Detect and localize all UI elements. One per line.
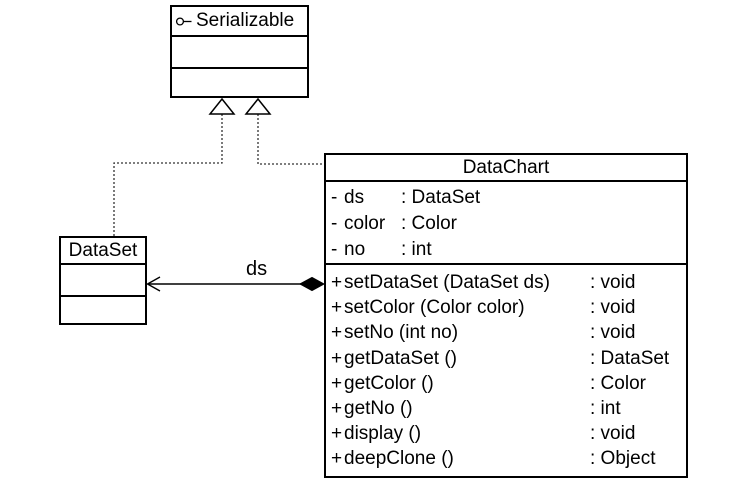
attribute-name: ds [344,187,365,208]
serializable-operations-compartment [172,67,307,96]
hollow-triangle-arrowhead [244,97,272,115]
attribute-type: : int [401,239,432,260]
attribute-type: : DataSet [401,187,481,208]
class-name-serializable: Serializable [196,10,295,31]
open-arrowhead [146,276,161,292]
method-row: + getDataSet () : DataSet [326,346,686,371]
filled-diamond [298,276,326,292]
method-row: + display () : void [326,421,686,446]
attribute-row: - color : Color [326,211,686,237]
class-name-datachart: DataChart [462,157,550,178]
method-row: + getNo () : int [326,396,686,421]
attribute-row: - no : int [326,237,686,263]
class-box-datachart: DataChart - ds : DataSet - color : Color… [324,153,688,478]
method-visibility: + [331,423,343,445]
attribute-type: : Color [401,213,457,234]
method-row: + setNo (int no) : void [326,320,686,345]
method-row: + getColor () : Color [326,371,686,396]
method-signature: display () [344,423,422,445]
method-visibility: + [331,322,343,344]
dataset-operations-compartment [61,295,145,323]
method-visibility: + [331,297,343,319]
method-signature: getNo () [344,398,413,420]
realization-connector-dataset [113,97,236,236]
attribute-row: - ds : DataSet [326,185,686,211]
method-signature: deepClone () [344,448,454,470]
serializable-title-compartment: Serializable [172,7,307,35]
class-box-serializable: Serializable [170,5,309,98]
method-signature: setColor (Color color) [344,297,525,319]
method-signature: getDataSet () [344,347,457,369]
method-return-type: : void [590,272,636,293]
association-role-label: ds [246,258,268,280]
method-row: + setColor (Color color) : void [326,295,686,320]
method-row: + deepClone () : Object [326,446,686,471]
method-return-type: : void [590,297,636,319]
method-return-type: : Color [590,372,646,394]
interface-lollipop-icon [175,16,193,27]
attribute-visibility: - [331,187,338,208]
method-signature: getColor () [344,372,434,394]
class-name-dataset: DataSet [68,240,138,261]
class-box-dataset: DataSet [59,236,147,325]
hollow-triangle-arrowhead [208,97,236,115]
method-visibility: + [331,347,343,369]
attribute-visibility: - [331,239,338,260]
datachart-attributes-compartment: - ds : DataSet - color : Color - no : in… [326,180,686,263]
method-return-type: : void [590,423,636,445]
method-visibility: + [331,372,343,394]
attribute-visibility: - [331,213,338,234]
method-signature: setNo (int no) [344,322,459,344]
attribute-name: no [344,239,366,260]
method-visibility: + [331,398,343,420]
method-return-type: : void [590,322,636,344]
datachart-operations-compartment: + setDataSet (DataSet ds) : void + setCo… [326,263,686,476]
method-visibility: + [331,272,343,293]
realization-connector-datachart [244,97,324,165]
dataset-attributes-compartment [61,263,145,295]
attribute-name: color [344,213,386,234]
method-row: + setDataSet (DataSet ds) : void [326,270,686,295]
method-visibility: + [331,448,343,470]
composition-connector [146,276,326,292]
method-signature: setDataSet (DataSet ds) [344,272,550,293]
serializable-attributes-compartment [172,35,307,67]
method-return-type: : int [590,398,621,420]
method-return-type: : DataSet [590,347,670,369]
method-return-type: : Object [590,448,656,470]
